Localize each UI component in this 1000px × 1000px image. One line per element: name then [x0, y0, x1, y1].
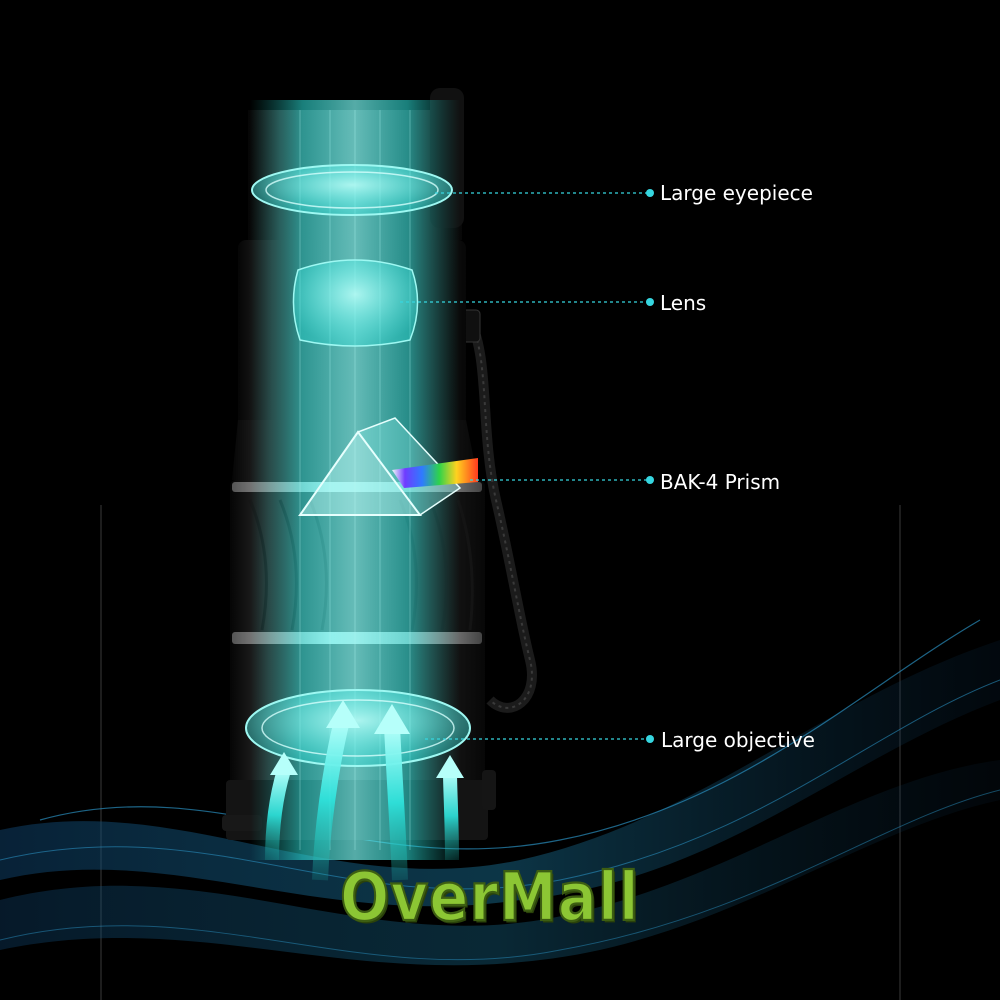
watermark-logo: OverMall — [339, 857, 640, 938]
callout-lens: Lens — [660, 291, 707, 315]
callout-dots — [646, 189, 654, 743]
rainbow-dispersion — [392, 458, 478, 488]
incoming-light-arrows — [265, 700, 464, 881]
callout-large-objective: Large objective — [661, 728, 815, 752]
callout-leaders — [400, 192, 648, 740]
prism — [298, 417, 478, 517]
callout-bak4-prism: BAK-4 Prism — [660, 470, 781, 494]
callout-large-eyepiece: Large eyepiece — [660, 181, 813, 205]
inner-lens — [292, 259, 419, 347]
eyepiece-lens — [251, 164, 453, 216]
wrist-strap — [461, 309, 537, 713]
light-wave-background — [0, 619, 1000, 966]
